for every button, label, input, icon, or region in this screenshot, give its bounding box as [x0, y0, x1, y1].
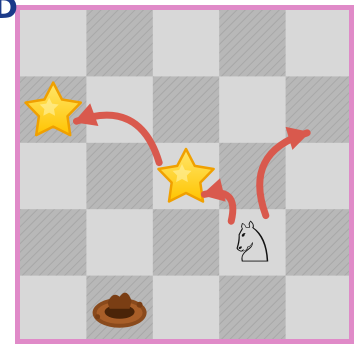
- puzzle-label: D: [0, 0, 18, 24]
- square-r2-c4[interactable]: [286, 143, 353, 210]
- square-r2-c1[interactable]: [86, 143, 153, 210]
- square-r0-c2[interactable]: [153, 10, 220, 77]
- square-r0-c3[interactable]: [219, 10, 286, 77]
- square-r0-c0[interactable]: [20, 10, 87, 77]
- square-r2-c0[interactable]: [20, 143, 87, 210]
- square-r4-c2[interactable]: [153, 276, 220, 343]
- square-r0-c1[interactable]: [86, 10, 153, 77]
- square-r4-c0[interactable]: [20, 276, 87, 343]
- square-r1-c2[interactable]: [153, 76, 220, 143]
- square-r3-c2[interactable]: [153, 209, 220, 276]
- square-r4-c4[interactable]: [286, 276, 353, 343]
- square-r3-c0[interactable]: [20, 209, 87, 276]
- square-r3-c1[interactable]: [86, 209, 153, 276]
- square-r0-c4[interactable]: [286, 10, 353, 77]
- square-r3-c4[interactable]: [286, 209, 353, 276]
- square-r4-c3[interactable]: [219, 276, 286, 343]
- square-r1-c3[interactable]: [219, 76, 286, 143]
